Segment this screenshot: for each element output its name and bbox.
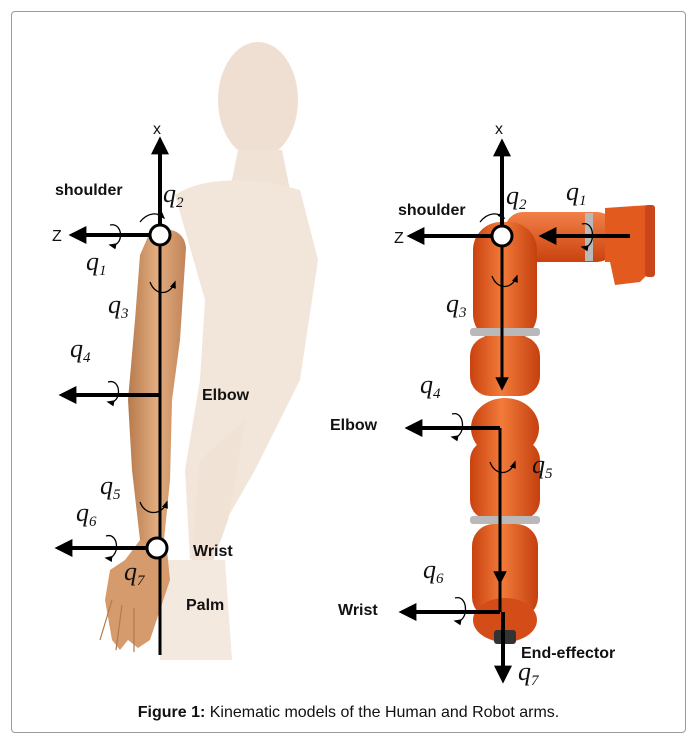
robot-x-label: x bbox=[495, 121, 503, 138]
robot-q6-label: q6 bbox=[423, 555, 444, 587]
human-q3-label: q3 bbox=[108, 290, 129, 322]
human-q4-rotation-icon bbox=[108, 382, 119, 403]
caption-text: Kinematic models of the Human and Robot … bbox=[205, 704, 559, 721]
human-body-silhouette bbox=[160, 42, 318, 660]
robot-q3-label: q3 bbox=[446, 289, 467, 321]
robot-elbow-label: Elbow bbox=[330, 417, 378, 434]
robot-wrist-label: Wrist bbox=[338, 602, 378, 619]
robot-labels: x Z shoulder Elbow Wrist End-effector q1… bbox=[330, 121, 615, 689]
robot-end-effector-label: End-effector bbox=[521, 645, 615, 662]
human-wrist-joint bbox=[147, 538, 167, 558]
human-z-label: Z bbox=[52, 228, 62, 245]
human-q4-label: q4 bbox=[70, 334, 91, 366]
robot-q4-rotation-icon bbox=[452, 414, 463, 438]
robot-arm bbox=[470, 205, 655, 644]
caption-label: Figure 1: bbox=[138, 704, 206, 721]
human-palm-label: Palm bbox=[186, 597, 224, 614]
robot-q1-label: q1 bbox=[566, 177, 587, 209]
human-x-label: x bbox=[153, 121, 161, 138]
human-wrist-label: Wrist bbox=[193, 543, 233, 560]
human-q1-label: q1 bbox=[86, 247, 107, 279]
human-q6-label: q6 bbox=[76, 498, 97, 530]
human-shoulder-joint bbox=[150, 225, 170, 245]
robot-q6-rotation-icon bbox=[455, 598, 466, 622]
human-q2-label: q2 bbox=[163, 179, 184, 211]
figure-caption: Figure 1: Kinematic models of the Human … bbox=[0, 704, 697, 722]
robot-shoulder-joint bbox=[492, 226, 512, 246]
robot-q2-label: q2 bbox=[506, 181, 527, 213]
human-q5-label: q5 bbox=[100, 471, 121, 503]
human-elbow-label: Elbow bbox=[202, 387, 250, 404]
robot-shoulder-label: shoulder bbox=[398, 202, 466, 219]
robot-q5-label: q5 bbox=[532, 450, 553, 482]
robot-q4-label: q4 bbox=[420, 370, 441, 402]
robot-z-label: Z bbox=[394, 230, 404, 247]
human-shoulder-label: shoulder bbox=[55, 182, 123, 199]
